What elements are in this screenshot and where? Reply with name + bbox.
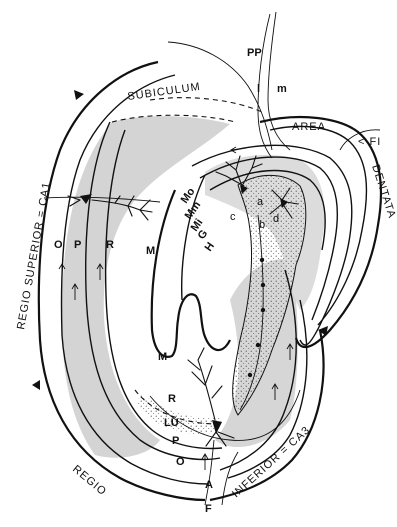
label-pp: PP — [247, 47, 262, 59]
arrow-bottom — [202, 454, 208, 470]
label-regio: REGIO — [70, 463, 109, 498]
label-r-lower: R — [168, 393, 176, 405]
label-area: AREA — [292, 121, 326, 133]
label-subiculum: SUBICULUM — [127, 81, 202, 103]
label-dentata: DENTATA — [369, 163, 397, 220]
label-a-bottom: A — [205, 479, 213, 491]
label-m-mid: M — [146, 245, 155, 257]
label-m: m — [277, 83, 287, 95]
perforant-path-fibre-2 — [258, 14, 272, 158]
label-p-left: P — [74, 239, 81, 251]
boundary-marker-left — [32, 380, 40, 390]
label-p-lower: P — [172, 435, 179, 447]
label-o-left: O — [54, 239, 63, 251]
label-b: b — [259, 219, 265, 231]
dashed-boundary-upper — [150, 98, 262, 112]
label-a: a — [257, 196, 264, 208]
label-c: c — [230, 211, 236, 223]
arrow-top — [231, 147, 246, 153]
label-l: l — [257, 83, 260, 95]
afferent-fibre-bottom — [205, 440, 214, 505]
label-d: d — [273, 213, 279, 225]
label-r-left: R — [106, 239, 114, 251]
boundary-marker-top — [74, 90, 84, 100]
lower-stippled-band — [138, 392, 221, 434]
label-lu: LU — [164, 417, 179, 429]
label-f-bottom: F — [205, 503, 212, 515]
label-m-lower: M — [158, 351, 167, 363]
label-regio-superior: REGIO SUPERIOR = CA1 — [15, 181, 53, 331]
label-fi: < FI — [358, 136, 381, 148]
label-o-lower: O — [176, 456, 185, 468]
label-h: H — [203, 240, 217, 253]
